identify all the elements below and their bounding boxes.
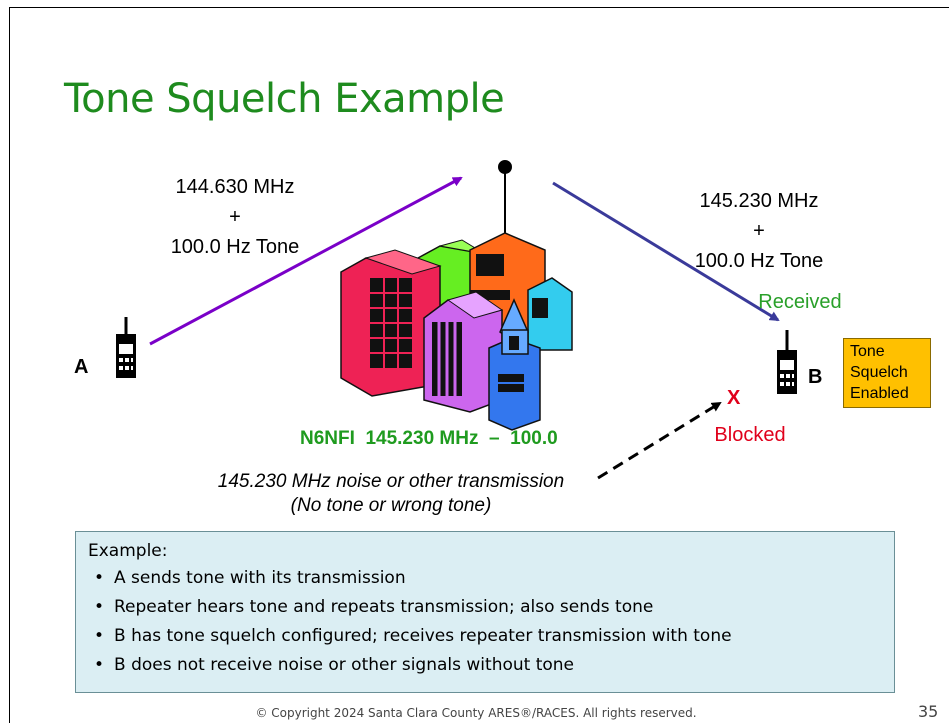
- example-bullet: A sends tone with its transmission: [94, 564, 882, 593]
- copyright-footer: © Copyright 2024 Santa Clara County ARES…: [255, 706, 697, 720]
- example-bullet: Repeater hears tone and repeats transmis…: [94, 593, 882, 622]
- blocked-label: Blocked: [714, 424, 786, 446]
- received-label: Received: [758, 291, 842, 313]
- tone-box-line2: Squelch: [850, 364, 908, 381]
- radio-b-icon: [777, 330, 797, 394]
- blocked-x-icon: X: [727, 387, 741, 409]
- example-heading: Example:: [88, 541, 168, 561]
- noise-line1: 145.230 MHz noise or other transmission: [217, 471, 565, 492]
- downlink-label: 145.230 MHz + 100.0 Hz Tone: [674, 186, 844, 276]
- tone-box-line3: Enabled: [850, 385, 909, 402]
- uplink-plus: +: [229, 206, 241, 228]
- station-a-label: A: [74, 356, 89, 378]
- downlink-frequency: 145.230 MHz: [699, 190, 819, 212]
- page-number: 35: [918, 702, 939, 721]
- uplink-frequency: 144.630 MHz: [175, 176, 295, 198]
- example-bullet: B has tone squelch configured; receives …: [94, 622, 882, 651]
- downlink-plus: +: [753, 220, 765, 242]
- example-box: Example: A sends tone with its transmiss…: [75, 531, 895, 693]
- uplink-arrow: [149, 176, 463, 346]
- city-buildings-icon: [340, 232, 573, 431]
- repeater-label: N6NFI 145.230 MHz – 100.0: [300, 428, 558, 449]
- uplink-label: 144.630 MHz + 100.0 Hz Tone: [150, 172, 320, 262]
- tone-squelch-box: Tone Squelch Enabled: [843, 338, 931, 408]
- slide-frame: [9, 7, 949, 723]
- uplink-tone: 100.0 Hz Tone: [170, 236, 300, 258]
- slide-title: Tone Squelch Example: [64, 76, 505, 122]
- radio-a-icon: [116, 317, 136, 378]
- downlink-arrow: [552, 181, 780, 322]
- tone-box-line1: Tone: [850, 343, 885, 360]
- noise-label: 145.230 MHz noise or other transmission …: [160, 470, 622, 518]
- downlink-tone: 100.0 Hz Tone: [694, 250, 824, 272]
- noise-line2: (No tone or wrong tone): [290, 495, 492, 516]
- noise-arrow: [597, 401, 722, 480]
- example-list: A sends tone with its transmission Repea…: [88, 564, 882, 680]
- station-b-label: B: [808, 366, 823, 388]
- example-bullet: B does not receive noise or other signal…: [94, 651, 882, 680]
